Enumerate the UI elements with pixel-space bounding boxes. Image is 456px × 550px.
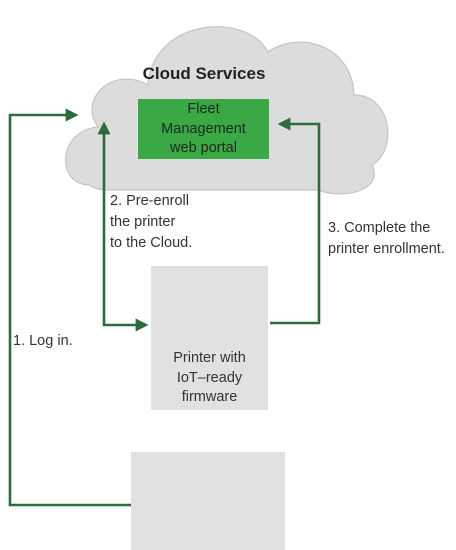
- step-1-label: 1. Log in.: [13, 333, 73, 349]
- user-panel: [131, 452, 285, 550]
- arrow-log-in: [8, 108, 131, 507]
- fleet-management-portal-box: [138, 99, 269, 159]
- arrow-pre-enroll: [97, 121, 149, 332]
- arrow-complete-enrollment: [270, 117, 321, 325]
- cloud-services-title: Cloud Services: [142, 64, 266, 83]
- printer-panel: [151, 266, 268, 410]
